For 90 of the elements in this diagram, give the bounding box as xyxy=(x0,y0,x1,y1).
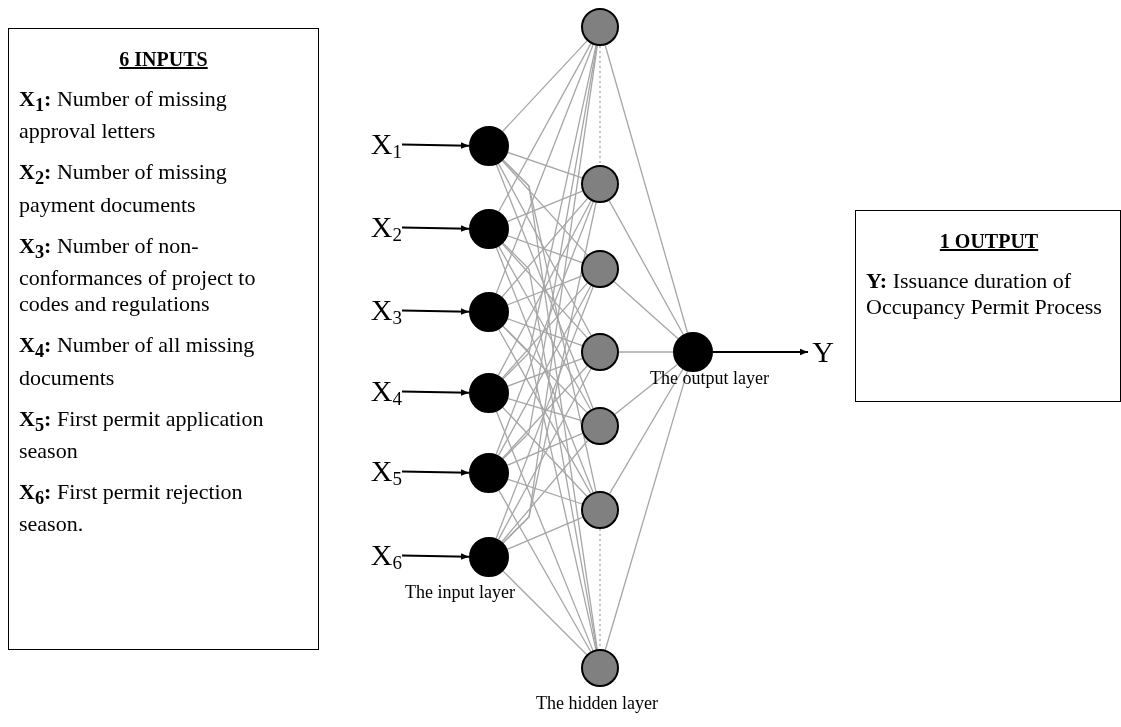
output-variable: Y xyxy=(808,332,834,372)
connection-line xyxy=(497,368,592,541)
connection-line xyxy=(497,162,592,336)
connection-line xyxy=(608,199,684,336)
info-panel xyxy=(855,210,1121,402)
connection-line xyxy=(501,282,588,379)
connection-line xyxy=(502,40,588,132)
connection-line xyxy=(604,370,688,651)
input-variable: X$_{1}$ xyxy=(360,124,402,164)
connection-line xyxy=(506,190,584,223)
connection-line xyxy=(498,245,592,411)
variable-description: X$_{4}$: Number of all missing documents xyxy=(19,332,256,391)
connection-line xyxy=(507,318,583,347)
arrow xyxy=(401,553,470,560)
connection-line xyxy=(609,368,684,495)
connection-line xyxy=(497,200,592,376)
input-neuron xyxy=(469,126,509,166)
connection-line xyxy=(507,357,583,387)
input-variable: X$_{3}$ xyxy=(360,290,402,330)
connection-line xyxy=(501,439,589,543)
connection-line xyxy=(502,159,598,650)
input-neuron xyxy=(469,373,509,413)
connection-line xyxy=(495,201,594,455)
hidden-neuron xyxy=(581,333,619,371)
connection-line xyxy=(501,365,588,459)
connection-line xyxy=(618,351,674,353)
variable-description: X$_{5}$: First permit application season xyxy=(19,405,265,464)
hidden-neuron xyxy=(581,491,619,529)
connection-line xyxy=(507,275,583,306)
connection-line xyxy=(506,432,584,466)
input-variable: X$_{5}$ xyxy=(360,451,402,491)
connection-line xyxy=(507,151,583,179)
panel-heading: 6 INPUTS xyxy=(118,47,209,71)
panel-heading: 1 OUTPUT xyxy=(938,229,1040,253)
connection-line xyxy=(495,246,594,493)
variable-description: X$_{2}$: Number of missing payment documents xyxy=(19,159,228,218)
hidden-neuron xyxy=(581,250,619,288)
connection-line xyxy=(507,235,583,264)
connection-line xyxy=(495,44,594,294)
connection-line xyxy=(498,43,592,213)
layer-label: The output layer xyxy=(650,367,769,389)
arrow xyxy=(401,142,470,149)
hidden-neuron xyxy=(581,165,619,203)
connection-line xyxy=(501,197,589,298)
input-variable: X$_{6}$ xyxy=(360,535,402,575)
arrow xyxy=(401,225,470,232)
variable-description: Y: Issuance duration of Occupancy Permit Process xyxy=(866,268,1103,320)
variable-description: X$_{1}$: Number of missing approval letters xyxy=(19,86,228,145)
hidden-neuron xyxy=(581,407,619,445)
connection-line xyxy=(502,570,588,656)
arrow xyxy=(401,389,470,396)
connection-line xyxy=(502,201,597,544)
hidden-neuron xyxy=(581,8,619,46)
layer-label: The hidden layer xyxy=(536,692,658,714)
connection-line xyxy=(506,516,584,550)
connection-line xyxy=(502,406,588,497)
connection-line xyxy=(502,325,588,414)
input-neuron xyxy=(469,292,509,332)
arrow xyxy=(712,348,809,356)
output-neuron xyxy=(673,332,713,372)
layer-label: The input layer xyxy=(405,581,515,603)
connection-line xyxy=(501,160,588,256)
connection-line xyxy=(507,478,583,505)
input-neuron xyxy=(469,209,509,249)
input-neuron xyxy=(469,453,509,493)
connection-line xyxy=(604,44,689,334)
connection-line xyxy=(614,363,678,415)
input-neuron xyxy=(469,537,509,577)
connection-line xyxy=(613,281,679,340)
connection-line xyxy=(498,489,592,653)
connection-line xyxy=(498,328,592,495)
input-variable: X$_{4}$ xyxy=(360,371,402,411)
connection-line xyxy=(502,242,598,650)
input-variable: X$_{2}$ xyxy=(360,207,402,247)
variable-description: X$_{3}$: Number of non-conformances of project to codes and regulations xyxy=(19,232,257,318)
arrow xyxy=(401,469,470,476)
dotted-connector xyxy=(599,45,601,166)
connection-line xyxy=(502,44,597,380)
info-panel xyxy=(8,28,319,650)
arrow xyxy=(401,308,470,315)
connection-line xyxy=(501,243,588,339)
connection-line xyxy=(495,286,594,539)
connection-line xyxy=(502,325,597,651)
connection-line xyxy=(502,45,598,460)
hidden-neuron xyxy=(581,649,619,687)
connection-line xyxy=(495,163,594,409)
connection-line xyxy=(507,398,583,422)
connection-line xyxy=(495,410,594,652)
connection-line xyxy=(497,285,592,457)
variable-description: X$_{6}$: First permit rejection season. xyxy=(19,478,244,538)
